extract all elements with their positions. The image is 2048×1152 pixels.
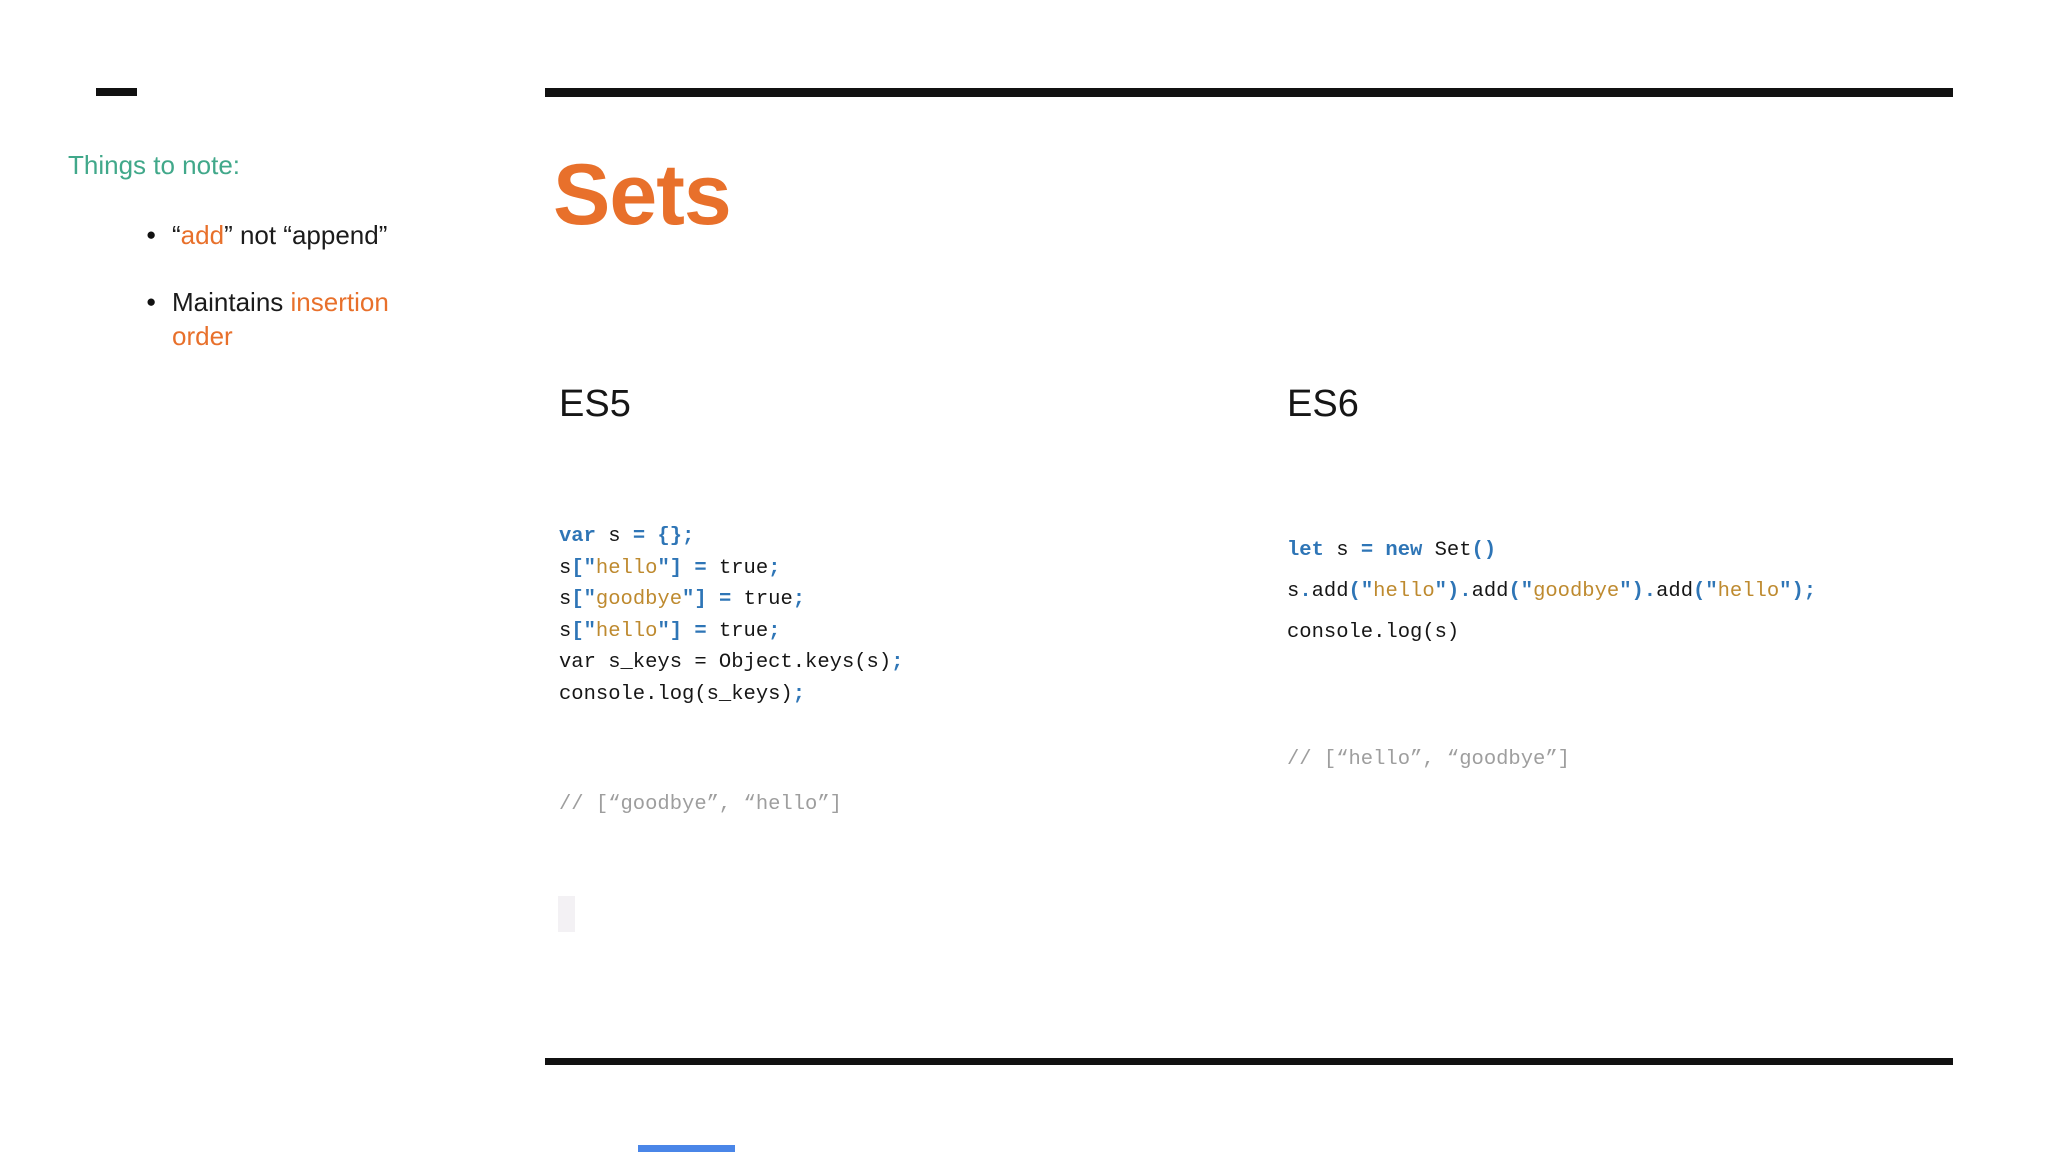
es5-column-heading: ES5 xyxy=(559,383,631,425)
slide-title: Sets xyxy=(553,147,732,243)
code-lines: let s = new Set()s.add("hello").add("goo… xyxy=(1287,539,1817,644)
top-left-dash xyxy=(96,88,137,96)
note-text: Maintains insertion order xyxy=(172,287,389,351)
es5-output-comment: // [“goodbye”, “hello”] xyxy=(559,793,842,816)
video-progress-bar xyxy=(638,1145,735,1152)
es6-code-block: let s = new Set()s.add("hello").add("goo… xyxy=(1287,484,2007,822)
note-bullet: ● “add” not “append” xyxy=(146,218,387,252)
footer-rule xyxy=(545,1058,1953,1065)
cursor-artifact xyxy=(558,896,575,932)
note-bullet: ● Maintains insertion order xyxy=(146,285,422,353)
code-lines: var s = {};s["hello"] = true;s["goodbye"… xyxy=(559,525,904,706)
bullet-dot-icon: ● xyxy=(146,225,157,244)
es6-output-comment: // [“hello”, “goodbye”] xyxy=(1287,748,1570,771)
notes-heading: Things to note: xyxy=(68,150,240,180)
note-text: “add” not “append” xyxy=(172,220,388,250)
header-rule xyxy=(545,88,1953,97)
bullet-dot-icon: ● xyxy=(146,292,157,311)
es6-column-heading: ES6 xyxy=(1287,383,1359,425)
es5-code-block: var s = {};s["hello"] = true;s["goodbye"… xyxy=(559,475,1259,867)
